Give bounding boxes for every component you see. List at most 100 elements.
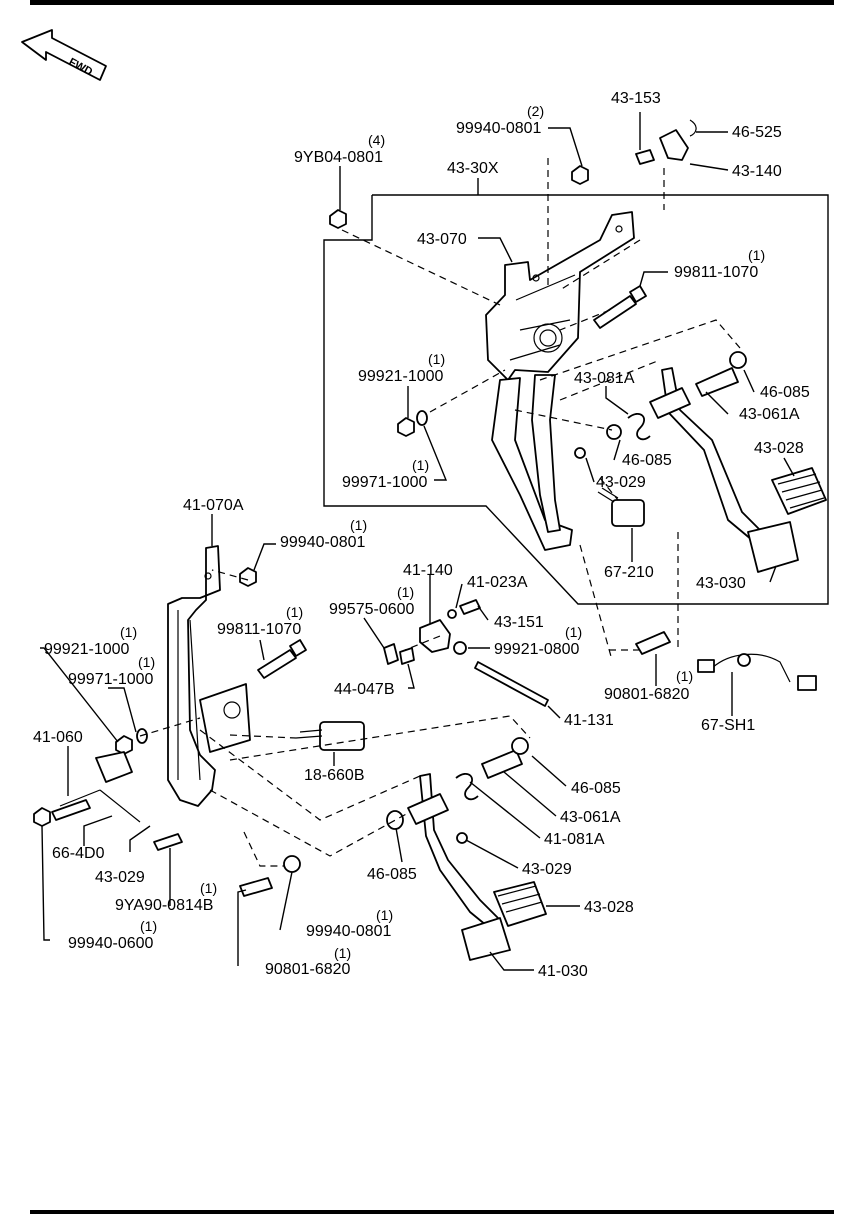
qty-99940-0801-bottom: (1) bbox=[376, 907, 393, 923]
label-41-030: 41-030 bbox=[538, 963, 588, 980]
bushing-43-061A-bottom bbox=[481, 737, 529, 779]
label-43-030: 43-030 bbox=[696, 575, 746, 592]
upper-guide-lines bbox=[341, 158, 741, 661]
top-border-bar bbox=[30, 0, 834, 5]
label-43-029-left: 43-029 bbox=[95, 869, 145, 886]
bolt-90801-6820-right bbox=[635, 631, 671, 655]
label-43-061A-bottom: 43-061A bbox=[560, 809, 621, 826]
switch-67-210 bbox=[597, 487, 645, 527]
bushing-44-047B bbox=[399, 647, 415, 665]
label-43-081A: 43-081A bbox=[574, 370, 635, 387]
sleeve-46-085-b bbox=[649, 387, 691, 419]
label-43-140: 43-140 bbox=[732, 163, 782, 180]
clip-43-140 bbox=[659, 129, 689, 161]
label-99940-0801-mid: 99940-0801 bbox=[280, 534, 366, 551]
pushrod-41-131 bbox=[474, 661, 549, 707]
upper-pedal-arm bbox=[491, 377, 573, 551]
qty-90801-6820-bottom: (1) bbox=[334, 945, 351, 961]
qty-99575-0600: (1) bbox=[397, 584, 414, 600]
sleeve-46-085-lower bbox=[407, 793, 449, 825]
bolt-43-151 bbox=[459, 599, 481, 615]
cap-43-029-top bbox=[574, 447, 586, 459]
label-99575-0600: 99575-0600 bbox=[329, 601, 415, 618]
label-99940-0600: 99940-0600 bbox=[68, 935, 154, 952]
qty-99971-1000-top: (1) bbox=[412, 457, 429, 473]
label-99940-0801-top: 99940-0801 bbox=[456, 120, 542, 137]
label-99921-0800: 99921-0800 bbox=[494, 641, 580, 658]
sensor-41-060 bbox=[59, 751, 141, 823]
label-43-151: 43-151 bbox=[494, 614, 544, 631]
nut-99921-1000-left bbox=[115, 735, 133, 755]
label-41-140: 41-140 bbox=[403, 562, 453, 579]
nut-99940-0801-top bbox=[571, 165, 589, 185]
label-46-085-c: 46-085 bbox=[571, 780, 621, 797]
qty-99971-1000-left: (1) bbox=[138, 654, 155, 670]
rod-66-4D0 bbox=[51, 799, 91, 821]
bolt-9YA90-0814B bbox=[153, 833, 183, 851]
qty-9YA90-0814B: (1) bbox=[200, 880, 217, 896]
washer-99971-1000-top bbox=[416, 410, 428, 426]
label-41-081A: 41-081A bbox=[544, 831, 605, 848]
label-43-061A-top: 43-061A bbox=[739, 406, 800, 423]
qty-99811-1070-top: (1) bbox=[748, 247, 765, 263]
label-67-210: 67-210 bbox=[604, 564, 654, 581]
label-41-023A: 41-023A bbox=[467, 574, 528, 591]
clip-99575-0600 bbox=[383, 643, 399, 665]
label-9YB04-0801: 9YB04-0801 bbox=[294, 149, 383, 166]
qty-9YB04-0801: (4) bbox=[368, 132, 385, 148]
pedal-pad-43-028-top bbox=[771, 467, 827, 515]
bracket-41-140 bbox=[419, 619, 451, 653]
label-18-660B: 18-660B bbox=[304, 767, 365, 784]
label-43-029-bottom: 43-029 bbox=[522, 861, 572, 878]
upper-pedal-arm-inner bbox=[531, 374, 561, 533]
nut-9YB04-0801 bbox=[329, 209, 347, 229]
spring-pin-46-525 bbox=[689, 119, 697, 137]
bolt-90801-6820-bottom bbox=[239, 877, 273, 897]
bottom-border-bar bbox=[30, 1210, 834, 1214]
bracket-43-070 bbox=[485, 211, 635, 381]
pedal-pad-43-028-bottom bbox=[493, 881, 547, 927]
assembly-43-30X-boundary bbox=[323, 194, 829, 605]
nut-99940-0600 bbox=[33, 807, 51, 827]
label-99921-1000-left: 99921-1000 bbox=[44, 641, 130, 658]
spring-43-081A bbox=[627, 413, 651, 441]
nut-99940-0801-mid bbox=[239, 567, 257, 587]
qty-90801-6820-right: (1) bbox=[676, 668, 693, 684]
nut-99940-0801-bottom bbox=[283, 855, 301, 873]
label-67-SH1: 67-SH1 bbox=[701, 717, 755, 734]
qty-99921-1000-left: (1) bbox=[120, 624, 137, 640]
label-44-047B: 44-047B bbox=[334, 681, 395, 698]
label-9YA90-0814B: 9YA90-0814B bbox=[115, 897, 213, 914]
label-41-070A: 41-070A bbox=[183, 497, 244, 514]
label-43-30X: 43-30X bbox=[447, 160, 499, 177]
qty-99921-0800: (1) bbox=[565, 624, 582, 640]
label-46-525: 46-525 bbox=[732, 124, 782, 141]
bolt-43-153 bbox=[635, 149, 655, 165]
part-labels: 43-153 46-525 43-140 (2) 99940-0801 (4) … bbox=[33, 90, 810, 980]
label-43-153: 43-153 bbox=[611, 90, 661, 107]
qty-99940-0801-top: (2) bbox=[527, 103, 544, 119]
label-43-028-bottom: 43-028 bbox=[584, 899, 634, 916]
label-43-029-top: 43-029 bbox=[596, 474, 646, 491]
label-46-085-a: 46-085 bbox=[760, 384, 810, 401]
clutch-pedal-41-030 bbox=[419, 773, 511, 961]
switch-18-660B bbox=[295, 721, 365, 751]
label-99940-0801-bottom: 99940-0801 bbox=[306, 923, 392, 940]
bushing-46-085-d bbox=[386, 810, 404, 830]
label-46-085-d: 46-085 bbox=[367, 866, 417, 883]
qty-99811-1070-mid: (1) bbox=[286, 604, 303, 620]
leader-lines bbox=[40, 112, 795, 971]
nut-99921-1000-top bbox=[397, 417, 415, 437]
pin-41-023A bbox=[447, 609, 457, 619]
bushing-43-061A-top bbox=[695, 351, 747, 397]
label-99811-1070-top: 99811-1070 bbox=[674, 264, 758, 281]
brake-pedal-43-030 bbox=[661, 367, 799, 573]
bushing-46-085-a bbox=[606, 424, 622, 440]
cap-43-029-bottom bbox=[456, 832, 468, 844]
label-41-131: 41-131 bbox=[564, 712, 614, 729]
label-99971-1000-top: 99971-1000 bbox=[342, 474, 428, 491]
label-99971-1000-left: 99971-1000 bbox=[68, 671, 154, 688]
lower-guide-lines bbox=[139, 569, 640, 867]
qty-99921-1000-top: (1) bbox=[428, 351, 445, 367]
